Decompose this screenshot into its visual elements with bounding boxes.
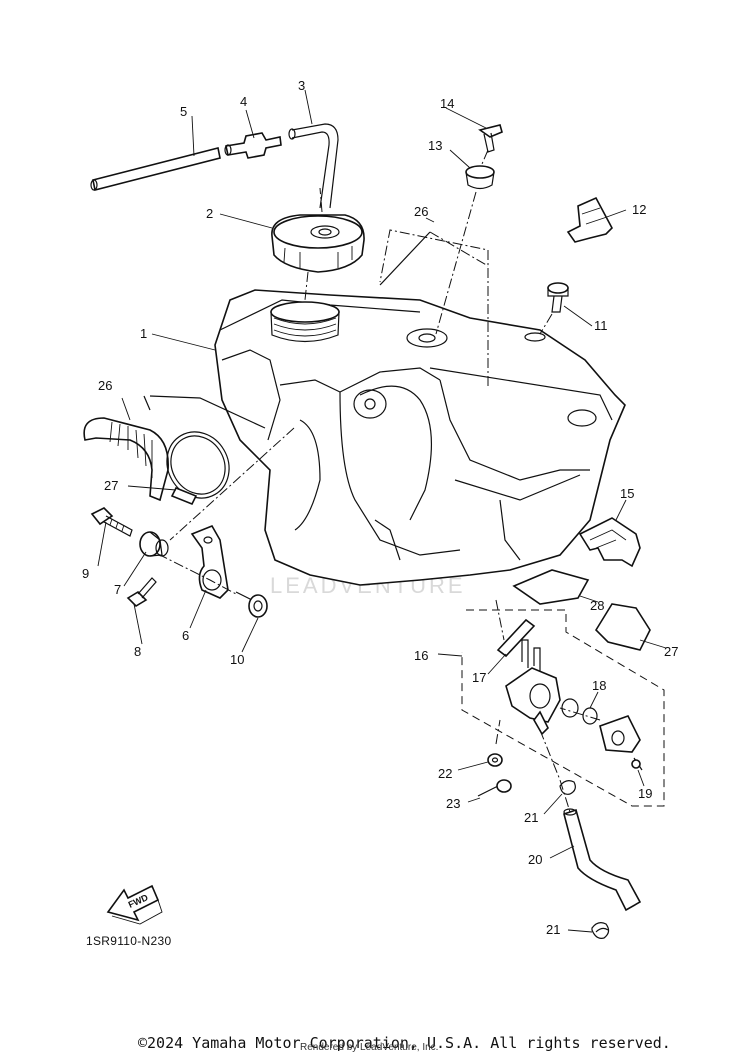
callout-17: 17 — [472, 670, 486, 685]
callout-9: 9 — [82, 566, 89, 581]
callout-numbers: 5 4 3 2 14 13 26 12 11 1 26 27 9 7 8 6 1… — [82, 78, 678, 937]
callout-24: 26 — [98, 378, 112, 393]
callout-25: 27 — [104, 478, 118, 493]
diagram-code: 1SR9110-N230 — [86, 934, 172, 948]
check-valve[interactable] — [224, 132, 282, 159]
callout-2: 2 — [206, 206, 213, 221]
bolt-8[interactable] — [126, 577, 157, 608]
callout-23: 23 — [446, 796, 460, 811]
callout-6: 6 — [182, 628, 189, 643]
callout-7: 7 — [114, 582, 121, 597]
clip-21-upper[interactable] — [559, 780, 576, 795]
callout-1: 1 — [140, 326, 147, 341]
callout-16: 16 — [414, 648, 428, 663]
callout-10: 10 — [230, 652, 244, 667]
callout-28: 28 — [590, 598, 604, 613]
clip-21-lower[interactable] — [591, 922, 610, 939]
fwd-arrow-icon: FWD — [106, 884, 163, 925]
pad-27[interactable] — [594, 603, 651, 651]
callout-12: 12 — [632, 202, 646, 217]
washer-22[interactable] — [487, 753, 503, 767]
fuel-tank[interactable] — [214, 289, 626, 586]
callout-leaders — [97, 89, 667, 933]
fuel-cock-assembly[interactable] — [461, 609, 665, 807]
screw-14[interactable] — [478, 124, 503, 153]
pad-28[interactable] — [512, 569, 590, 605]
breather-hose[interactable] — [288, 123, 339, 209]
callout-15: 15 — [620, 486, 634, 501]
bolt-23[interactable] — [477, 779, 512, 797]
bolt-9[interactable] — [90, 507, 133, 537]
callout-27: 27 — [664, 644, 678, 659]
clip-12[interactable] — [566, 196, 613, 243]
callout-4: 4 — [240, 94, 247, 109]
bracket-6[interactable] — [190, 524, 229, 599]
damper-24[interactable] — [83, 417, 169, 502]
bolt-10[interactable] — [235, 591, 268, 618]
bolt-11[interactable] — [547, 282, 569, 313]
collar-7[interactable] — [139, 531, 169, 557]
band-25[interactable] — [155, 421, 241, 510]
callout-22: 22 — [438, 766, 452, 781]
callout-26: 26 — [414, 204, 428, 219]
callout-5: 5 — [180, 104, 187, 119]
callout-21-upper: 21 — [524, 810, 538, 825]
rendered-by-credit: Rendered by LeadVenture, Inc. — [300, 1042, 439, 1053]
copyright-notice: ©2024 Yamaha Motor Corporation, U.S.A. A… — [138, 1034, 671, 1052]
fuel-hose-20[interactable] — [563, 808, 642, 912]
callout-3: 3 — [298, 78, 305, 93]
callout-13: 13 — [428, 138, 442, 153]
cover-15[interactable] — [578, 517, 641, 568]
collar-13[interactable] — [465, 165, 495, 190]
callout-19: 19 — [638, 786, 652, 801]
callout-20: 20 — [528, 852, 542, 867]
callout-8: 8 — [134, 644, 141, 659]
callout-11: 11 — [594, 318, 608, 333]
leader-lines — [143, 149, 601, 813]
callout-18: 18 — [592, 678, 606, 693]
callout-14: 14 — [440, 96, 454, 111]
fuel-cap[interactable] — [271, 214, 365, 273]
hose[interactable] — [90, 147, 221, 191]
callout-21-lower: 21 — [546, 922, 560, 937]
